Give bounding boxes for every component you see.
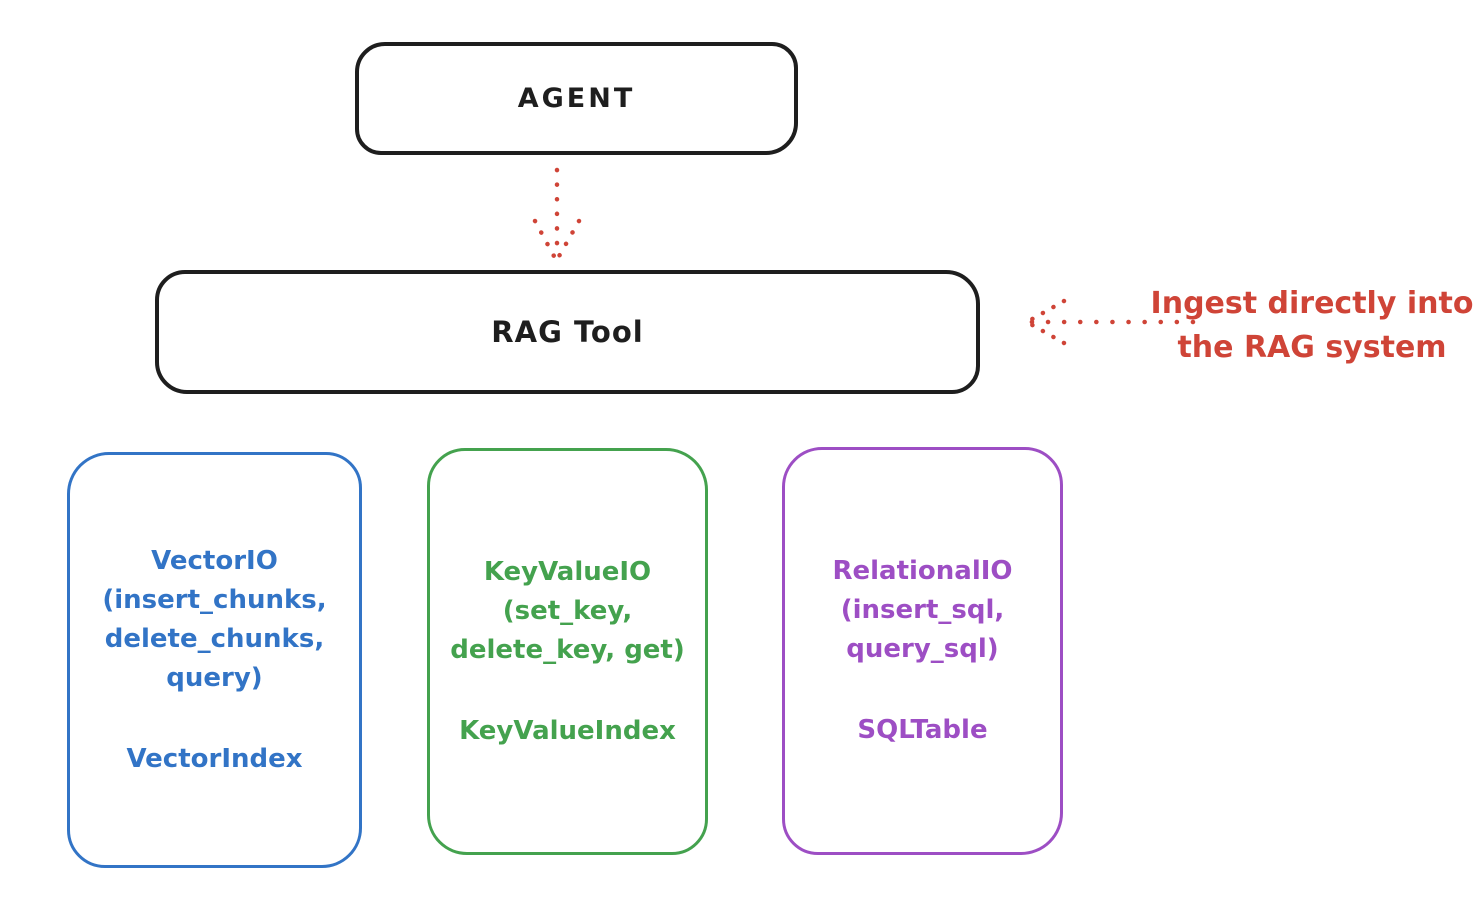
io-signature-line: (set_key, — [502, 595, 633, 626]
io-signature-line: RelationalIO — [832, 556, 1013, 586]
io-signature-line: query) — [166, 662, 263, 693]
sql-table-label: SQLTable — [857, 715, 988, 745]
io-signature-line: (insert_sql, — [840, 595, 1005, 625]
io-signature-line: KeyValueIO — [483, 556, 652, 587]
io-signature-line: delete_chunks, — [104, 623, 325, 654]
agent-node: AGENT — [355, 42, 798, 155]
ingest-annotation-line2: the RAG system — [1177, 329, 1447, 365]
ingest-annotation: Ingest directly into the RAG system — [1140, 282, 1484, 369]
keyvalue-io-signature: KeyValueIO (set_key, delete_key, get) — [450, 553, 685, 670]
ingest-annotation-line1: Ingest directly into — [1150, 286, 1474, 321]
vector-index-label: VectorIndex — [126, 743, 303, 774]
io-signature-line: (insert_chunks, — [102, 584, 327, 615]
backend-box-keyvalue: KeyValueIO (set_key, delete_key, get) Ke… — [427, 448, 708, 855]
io-signature-line: VectorIO — [151, 545, 278, 576]
io-signature-line: query_sql) — [846, 634, 999, 664]
backend-box-relational: RelationalIO (insert_sql, query_sql) SQL… — [782, 447, 1063, 855]
rag-tool-node: RAG Tool — [155, 270, 980, 394]
vector-io-signature: VectorIO (insert_chunks, delete_chunks, … — [102, 542, 326, 698]
relational-io-signature: RelationalIO (insert_sql, query_sql) — [832, 552, 1012, 669]
io-signature-line: delete_key, get) — [450, 634, 685, 665]
backend-box-vector: VectorIO (insert_chunks, delete_chunks, … — [67, 452, 362, 868]
agent-to-ragtool-dotted-arrow — [532, 167, 582, 261]
rag-tool-node-label: RAG Tool — [491, 315, 644, 349]
keyvalue-index-label: KeyValueIndex — [459, 715, 676, 746]
agent-node-label: AGENT — [517, 83, 636, 114]
